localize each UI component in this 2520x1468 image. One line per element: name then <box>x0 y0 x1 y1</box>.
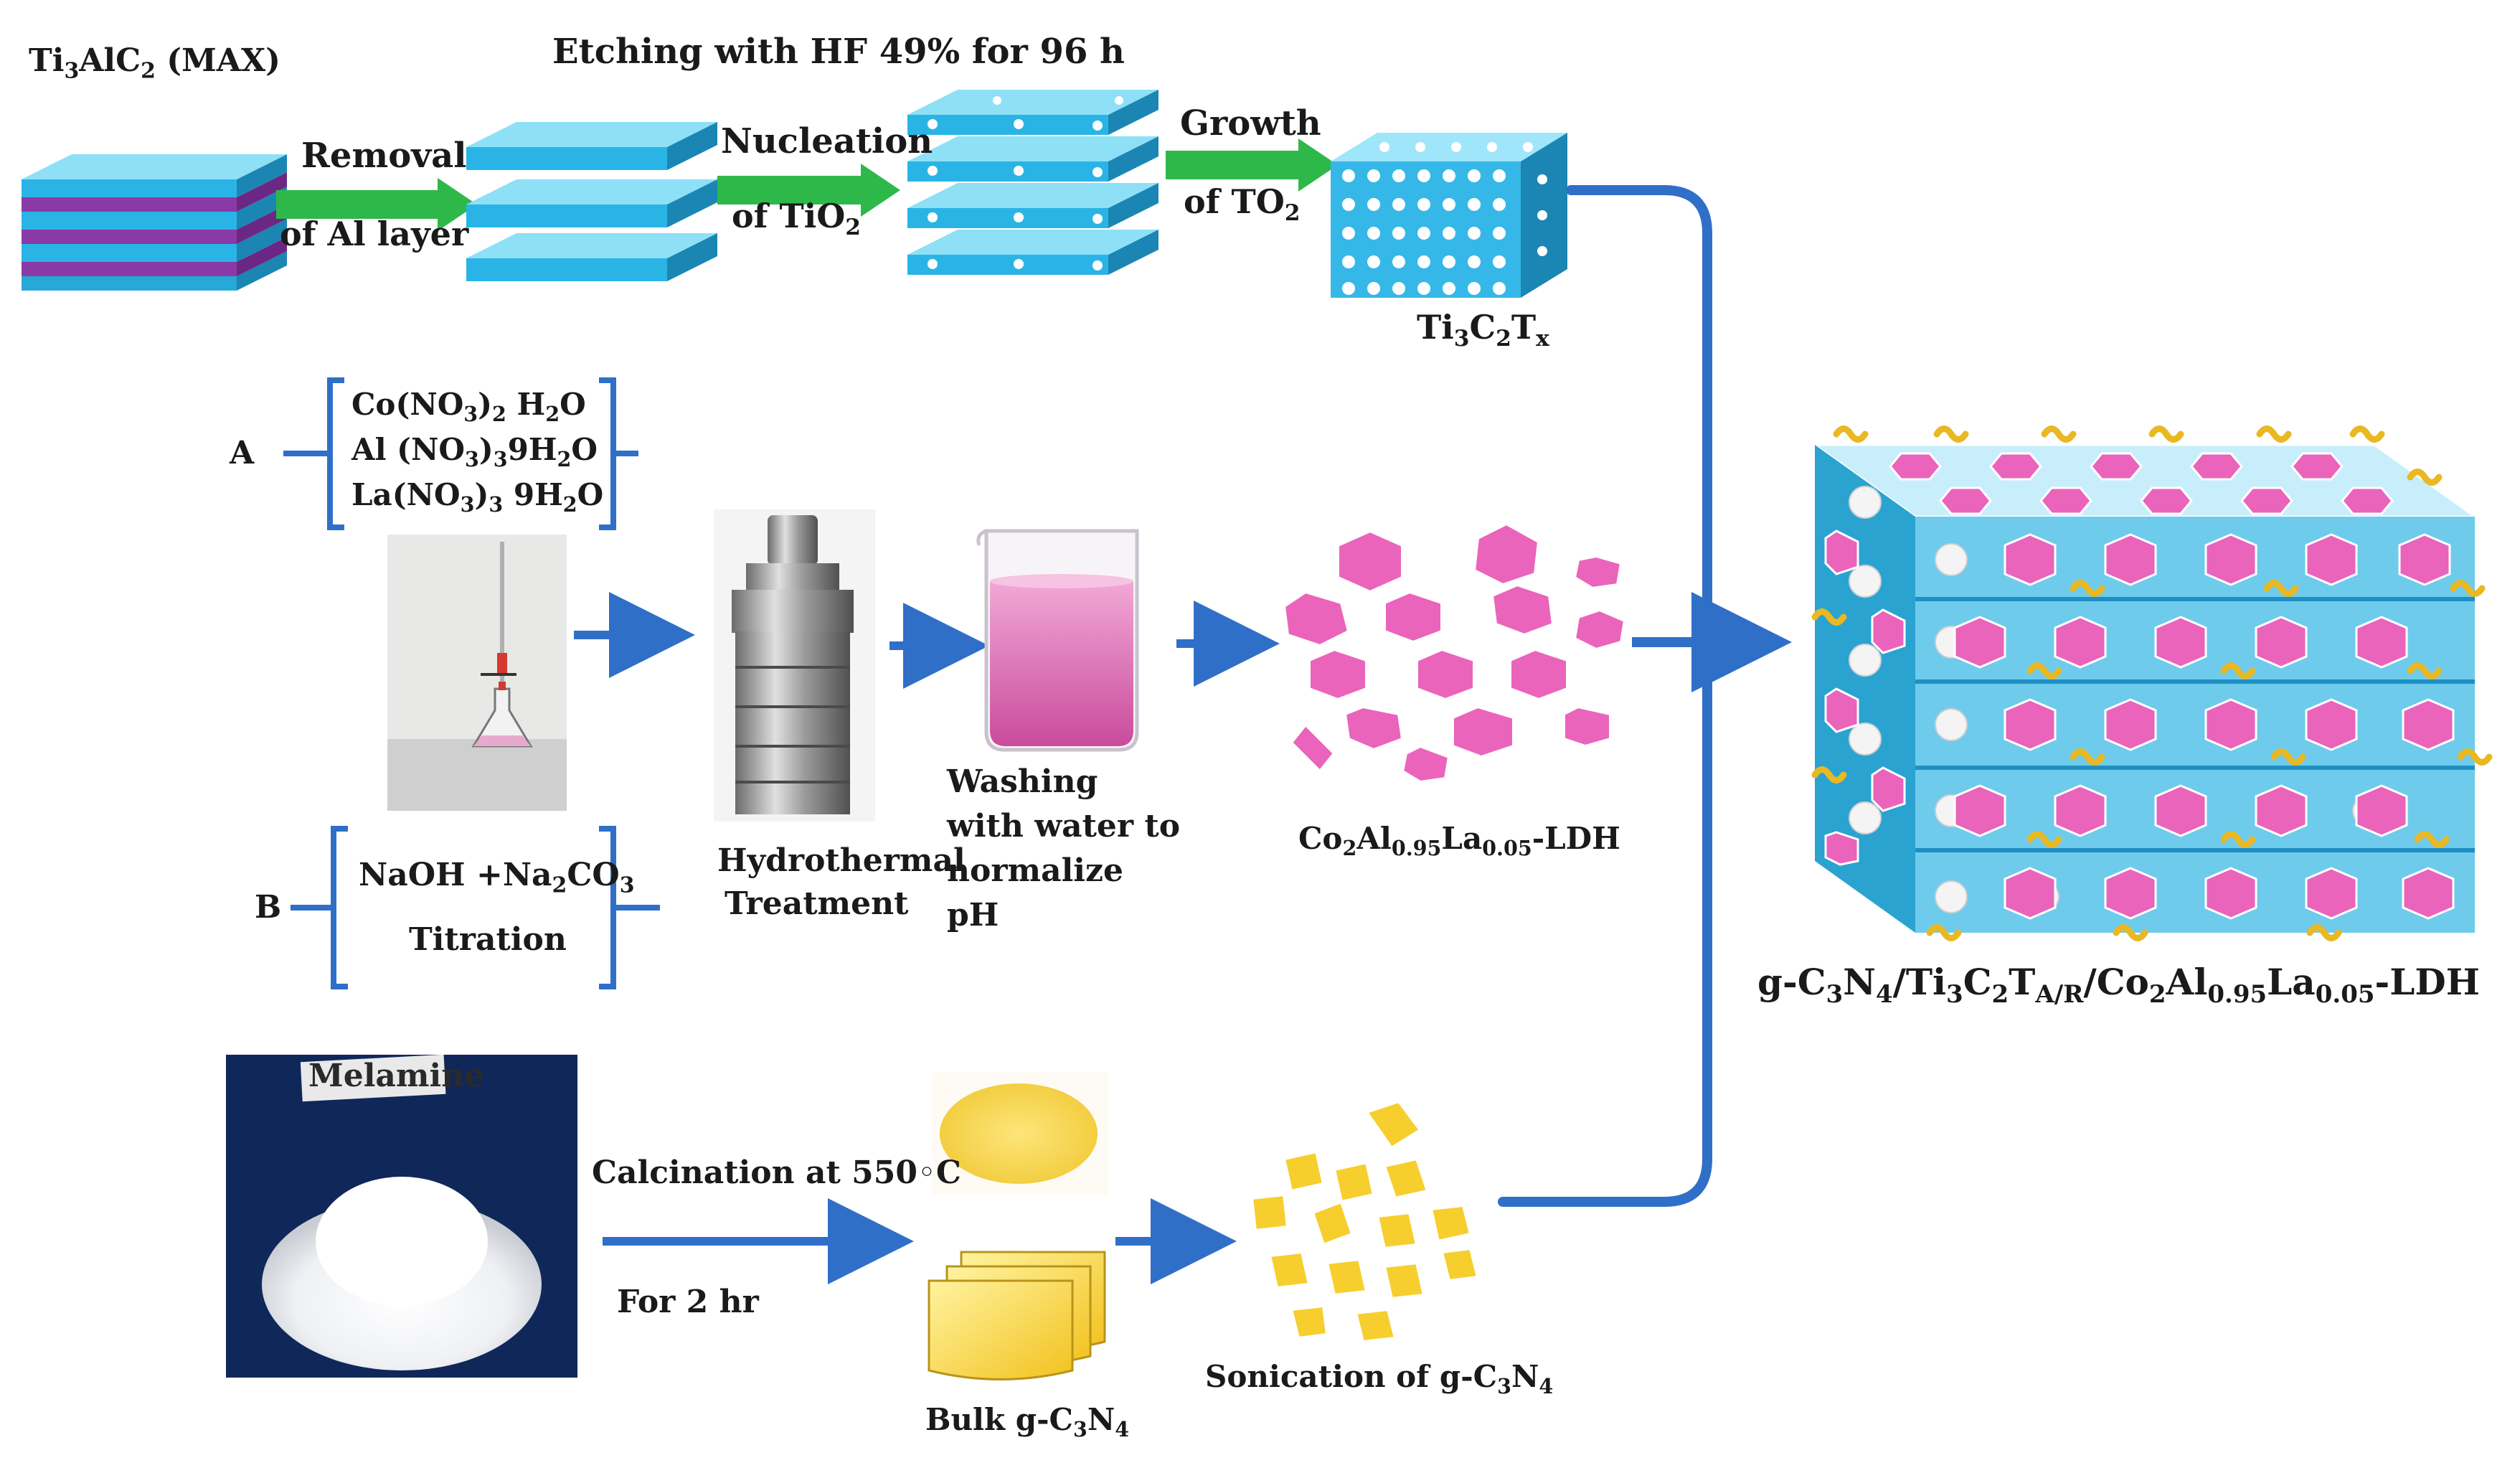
washing-label-1: Washing <box>947 763 1098 800</box>
sonication-label: Sonication of g-C3N4 <box>1205 1359 1554 1399</box>
calcination-label: Calcination at 550◦C <box>592 1154 961 1191</box>
mxene-label: Ti3C2Tx <box>1417 308 1549 352</box>
growth-to2-label: of TO2 <box>1184 182 1301 226</box>
green-arrow-etching <box>276 178 477 231</box>
melamine-label: Melamine <box>308 1058 485 1094</box>
beaker-washing <box>976 529 1139 752</box>
al-layer-label: of Al layer <box>280 215 469 253</box>
washing-label-3: normalize <box>947 852 1123 889</box>
precursor-al: Al (NO3)39H2O <box>351 432 598 472</box>
duration-label: For 2 hr <box>617 1284 759 1320</box>
precursor-co: Co(NO3)2 H2O <box>351 387 586 427</box>
composite-label: g-C3N4/Ti3C2TA/R/Co2Al0.95La0.05-LDH <box>1757 961 2481 1009</box>
ti3c2tx-mxene-block <box>1331 133 1567 298</box>
bulk-gcn-label: Bulk g-C3N4 <box>925 1402 1130 1442</box>
bracket-b <box>291 826 660 989</box>
melamine-photo <box>226 1054 577 1378</box>
label-b: B <box>255 889 282 926</box>
growth-label: Growth <box>1180 103 1321 143</box>
removal-label: Removal <box>301 136 467 176</box>
etching-label: Etching with HF 49% for 96 h <box>552 32 1125 72</box>
washing-label-2: with water to <box>947 808 1181 844</box>
ldh-label: Co2Al0.95La0.05-LDH <box>1298 821 1620 861</box>
precursor-la: La(NO3)3 9H2O <box>351 477 604 517</box>
exfoliated-gcn-flakes <box>1250 1099 1480 1344</box>
titration-label: Titration <box>409 921 567 958</box>
washing-label-4: pH <box>947 897 999 933</box>
bulk-gcn-sheets <box>928 1251 1106 1380</box>
connector-lines <box>1498 185 1712 1207</box>
yellow-powder-photo <box>933 1073 1108 1195</box>
label-a: A <box>230 435 255 471</box>
treatment-label: Treatment <box>725 885 909 922</box>
bracket-a <box>283 377 638 530</box>
max-phase-label: Ti3AlC2 (MAX) <box>29 42 280 84</box>
titration-photo <box>387 535 567 811</box>
base-label: NaOH +Na2CO3 <box>359 857 635 898</box>
max-phase-stack <box>22 154 287 291</box>
nucleation-tio2-label: of TiO2 <box>732 197 862 240</box>
nucleated-tio2-stack <box>907 90 1158 275</box>
hydrothermal-label: Hydrothermal <box>717 842 966 879</box>
nucleation-label: Nucleation <box>721 121 933 161</box>
autoclave-photo <box>714 509 875 822</box>
composite-cube <box>1811 425 2493 941</box>
green-arrow-growth <box>1166 138 1338 192</box>
ldh-platelets <box>1282 522 1627 784</box>
etched-mxene-stack <box>466 122 717 281</box>
connector-mxene-to-gcn <box>1498 185 1712 1207</box>
green-arrow-nucleation <box>717 164 900 217</box>
